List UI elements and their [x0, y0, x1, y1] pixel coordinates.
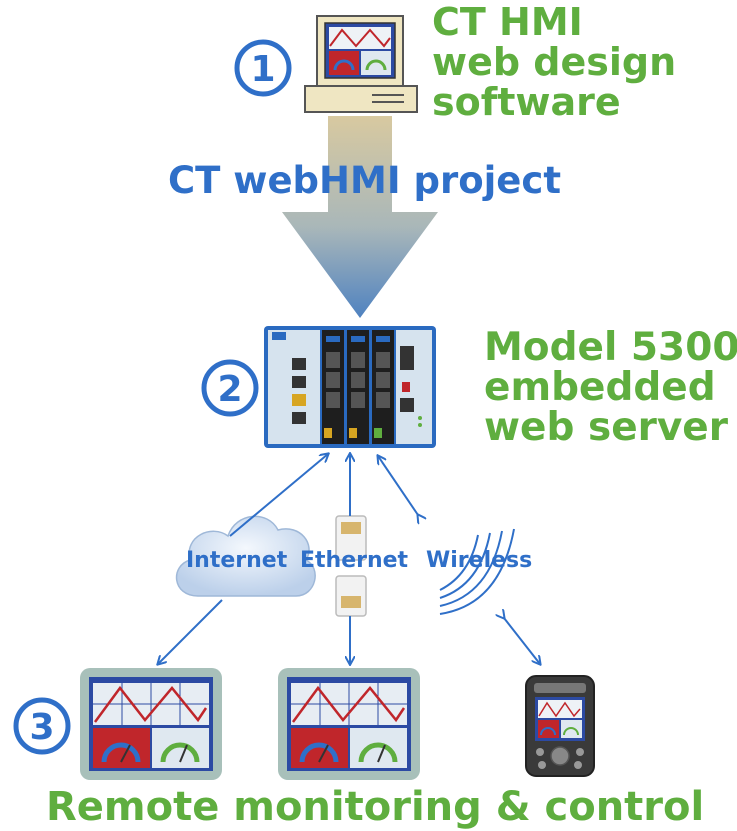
- web-server-line-2: embedded: [484, 365, 716, 410]
- step-1-number: 1: [250, 49, 275, 90]
- hmi-software-line-2: web design: [432, 40, 677, 84]
- step-3-number: 3: [29, 707, 54, 748]
- wireless-label: Wireless: [426, 548, 533, 573]
- step-3-badge: 3: [13, 697, 71, 755]
- remote-monitoring-label: Remote monitoring & control: [46, 784, 705, 830]
- hmi-software-label: CT HMI web design software: [432, 2, 676, 122]
- step-2-badge: 2: [201, 359, 259, 417]
- step-1-badge: 1: [234, 39, 292, 97]
- download-arrow-icon: [282, 116, 438, 318]
- web-server-module-icon: [264, 326, 436, 448]
- web-server-label: Model 5300 embedded web server: [484, 328, 737, 448]
- ethernet-connector-icon: [335, 515, 367, 617]
- computer-icon: [304, 15, 418, 113]
- cloud-icon: [175, 515, 316, 597]
- hmi-screen-icon: [80, 668, 222, 780]
- hmi-software-line-3: software: [432, 80, 621, 124]
- connection-lines: [158, 454, 540, 664]
- hmi-screen-icon: [278, 668, 420, 780]
- hmi-software-line-1: CT HMI: [432, 0, 583, 44]
- web-server-line-1: Model 5300: [484, 325, 737, 370]
- wireless-waves-icon: [439, 528, 515, 615]
- ethernet-label: Ethernet: [300, 548, 409, 573]
- internet-label: Internet: [186, 548, 288, 573]
- step-2-number: 2: [217, 369, 242, 410]
- web-server-line-3: web server: [484, 405, 728, 450]
- webhmi-project-label: CT webHMI project: [168, 159, 562, 202]
- handheld-device-icon: [525, 675, 595, 777]
